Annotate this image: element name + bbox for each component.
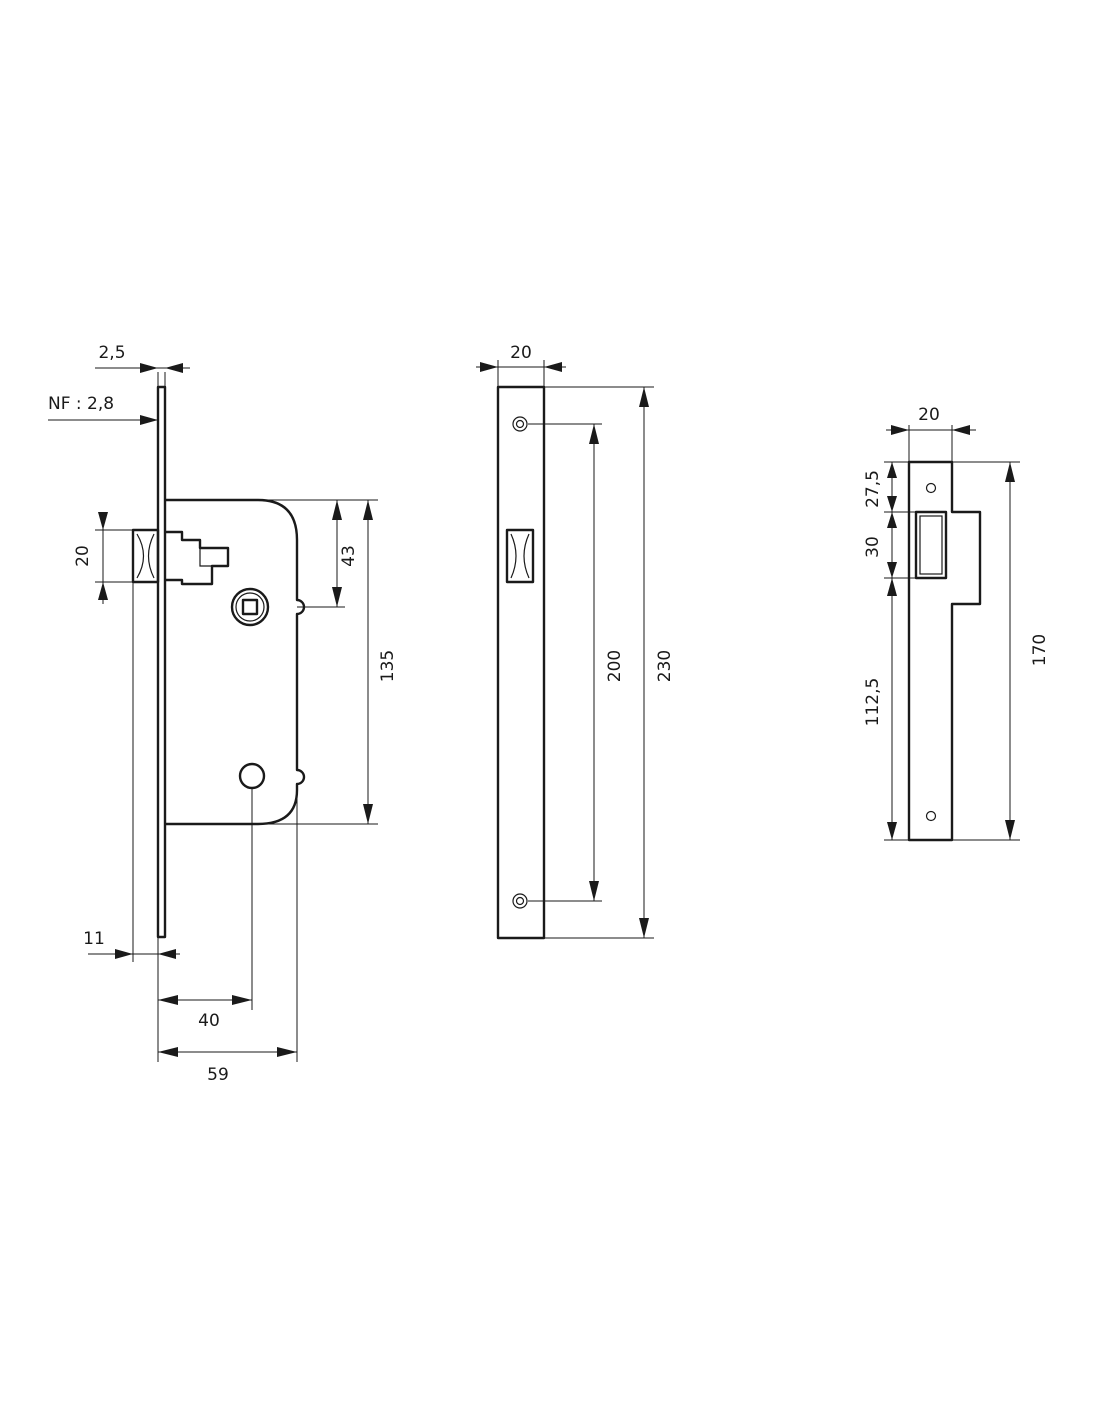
spindle-square-hole: [241, 598, 259, 616]
screw-hole-bottom-outer: [512, 893, 528, 909]
faceplate-outline: [496, 385, 546, 940]
strike-screw-hole-bottom: [925, 810, 937, 822]
arrowhead: [277, 1047, 297, 1057]
arrowhead: [158, 995, 178, 1005]
arrowhead: [115, 949, 133, 959]
dim-label-strike-opening-to-bottom: 112,5: [863, 678, 883, 727]
arrowhead: [98, 512, 108, 530]
arrowhead: [140, 415, 158, 425]
arrowhead: [1005, 820, 1015, 840]
key-hole: [238, 762, 266, 790]
latch-mechanism: [165, 530, 230, 586]
arrowhead: [544, 362, 562, 372]
arrowhead: [98, 582, 108, 600]
spindle-hub: [230, 587, 270, 627]
dim-label-faceplate-length: 230: [655, 650, 675, 682]
screw-hole-top-inner: [515, 419, 525, 429]
arrowhead: [589, 424, 599, 444]
arrowhead: [887, 822, 897, 840]
arrowhead: [363, 804, 373, 824]
strike-plate-outline: [907, 460, 982, 842]
arrowhead: [887, 462, 897, 478]
arrowhead: [158, 1047, 178, 1057]
arrowhead: [891, 425, 909, 435]
arrowhead: [639, 918, 649, 938]
latch-bolt: [131, 528, 160, 584]
arrowhead: [887, 562, 897, 578]
arrowhead: [480, 362, 498, 372]
faceplate-view: [496, 385, 546, 940]
lock-faceplate-edge: [156, 385, 167, 939]
arrowhead: [165, 363, 183, 373]
dim-label-latch-height: 20: [73, 545, 93, 567]
dim-label-case-depth: 59: [207, 1065, 229, 1085]
faceplate-dimensions: 20 200 230: [476, 343, 675, 939]
dim-label-latch-projection: 11: [83, 929, 105, 949]
arrowhead: [363, 500, 373, 520]
arrowhead: [158, 949, 176, 959]
arrowhead: [887, 496, 897, 512]
dim-label-faceplate-thickness: 2,5: [98, 343, 125, 363]
dim-label-strike-width: 20: [918, 405, 940, 425]
dim-label-backset: 40: [198, 1011, 220, 1031]
strike-plate-view: [907, 460, 982, 842]
latch-opening: [505, 528, 535, 584]
arrowhead: [952, 425, 970, 435]
lock-case-outline: [165, 498, 306, 826]
strike-screw-hole-top: [925, 482, 937, 494]
dim-label-case-height: 135: [378, 650, 398, 682]
dim-label-faceplate-width: 20: [510, 343, 532, 363]
arrowhead: [639, 387, 649, 407]
dim-label-strike-length: 170: [1030, 634, 1050, 666]
lock-body-dimensions: 2,5 NF : 2,8 20 43 135 11: [48, 343, 398, 1085]
dim-label-screw-spacing: 200: [605, 650, 625, 682]
spindle-hub-inner: [235, 592, 265, 622]
arrowhead: [232, 995, 252, 1005]
arrowhead: [1005, 462, 1015, 482]
screw-hole-bottom-inner: [515, 896, 525, 906]
arrowhead: [887, 578, 897, 596]
arrowhead: [140, 363, 158, 373]
dim-label-spindle-from-top: 43: [339, 545, 359, 567]
arrowhead: [887, 512, 897, 528]
latch-mechanism-detail: [199, 548, 212, 567]
screw-hole-top-outer: [512, 416, 528, 432]
lock-body-view: [131, 385, 306, 939]
arrowhead: [332, 587, 342, 607]
dim-label-faceplate-thickness-nf: NF : 2,8: [48, 394, 114, 414]
latch-opening-bevel: [510, 533, 530, 579]
strike-opening-inner: [919, 515, 943, 575]
dim-label-strike-opening-height: 30: [863, 536, 883, 558]
arrowhead: [589, 881, 599, 901]
strike-opening: [914, 510, 948, 580]
dim-label-strike-top-to-opening: 27,5: [863, 470, 883, 508]
strike-plate-dimensions: 20 27,5 30 112,5 170: [863, 405, 1050, 841]
arrowhead: [332, 500, 342, 520]
latch-bolt-bevel: [136, 533, 155, 579]
